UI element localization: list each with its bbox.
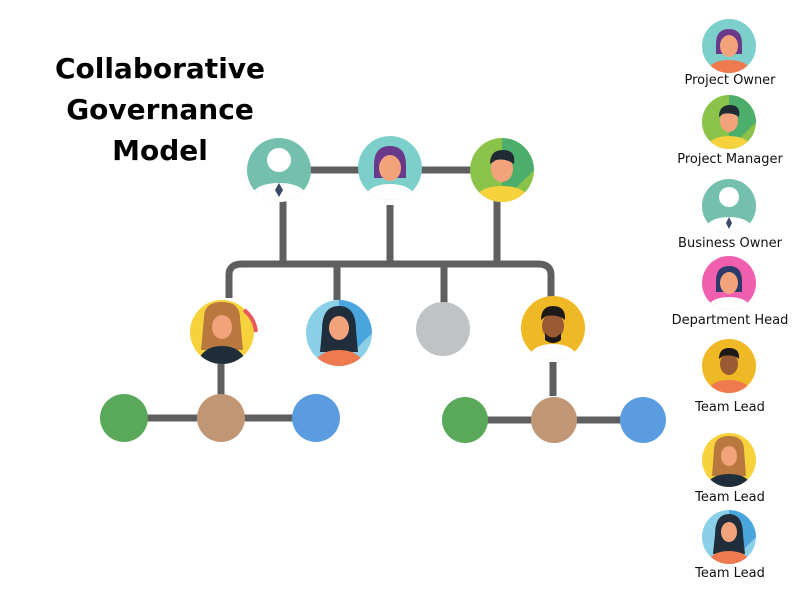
legend-avatar-team-lead-2 — [702, 433, 756, 487]
woman-brown-hair-avatar — [190, 300, 258, 364]
team-member-blue-left — [292, 394, 340, 442]
woman-purple-hair-avatar — [358, 136, 422, 200]
businessman-tie-avatar — [247, 138, 311, 202]
legend-avatar-team-lead-3 — [702, 510, 756, 564]
connector-bus — [225, 260, 555, 298]
legend-label-business-owner: Business Owner — [678, 236, 782, 251]
legend-label-team-lead-2: Team Lead — [695, 490, 765, 505]
legend-label-project-manager: Project Manager — [677, 152, 783, 167]
legend-avatar-business-owner — [702, 179, 756, 233]
team-member-tan-left — [197, 394, 245, 442]
title-line-3: Model — [112, 134, 208, 167]
vacant-role-node — [416, 302, 470, 356]
legend-avatar-project-owner — [702, 19, 756, 73]
connector-lines — [124, 166, 643, 424]
man-dark-hair-avatar — [470, 138, 534, 202]
team-member-tan-right — [531, 397, 577, 443]
title-line-1: Collaborative — [54, 52, 266, 85]
team-member-blue-right — [620, 397, 666, 443]
woman-long-black-hair-avatar — [306, 300, 372, 366]
man-curly-hair-avatar — [521, 296, 585, 360]
legend-label-project-owner: Project Owner — [684, 73, 776, 88]
legend-label-team-lead-3: Team Lead — [695, 566, 765, 581]
legend-label-department-head: Department Head — [671, 313, 789, 328]
diagram-title: Collaborative Governance Model — [40, 48, 280, 171]
legend-label-team-lead-1: Team Lead — [695, 400, 765, 415]
team-member-green-left — [100, 394, 148, 442]
legend-avatar-project-manager — [702, 95, 756, 149]
team-member-green-right — [442, 397, 488, 443]
title-line-2: Governance — [66, 93, 254, 126]
legend-avatar-team-lead-1 — [702, 339, 756, 393]
legend-avatar-department-head — [702, 256, 756, 310]
